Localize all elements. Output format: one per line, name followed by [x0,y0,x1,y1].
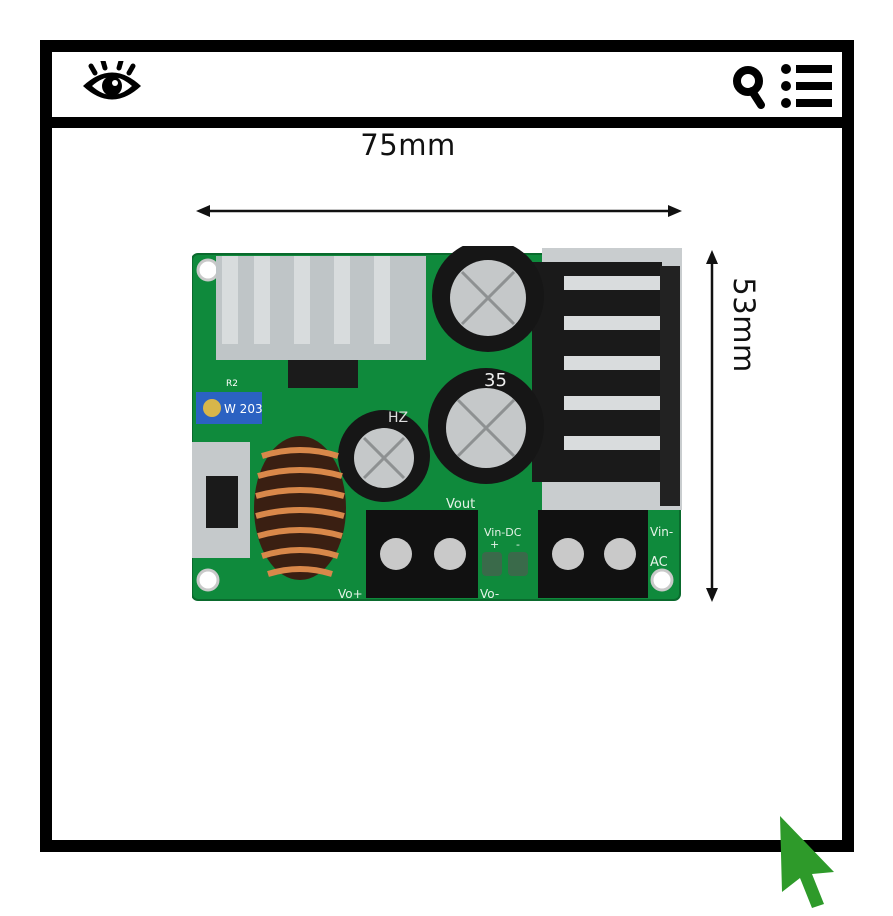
capacitor-large-bottom: 35 [428,368,544,484]
vin-dc-label: Vin-DC [484,526,522,539]
pot-label: W 203 [224,402,263,416]
vo-minus-label: Vo- [480,587,499,601]
cap-small-label: HZ [388,410,408,426]
capacitor-large-top: HY [432,246,544,352]
browser-window [40,40,854,852]
cap-top-label: HY [482,246,508,249]
search-icon[interactable] [732,65,768,109]
dc-input-pads [482,552,528,576]
vin-label: Vin- [650,525,673,539]
minus-label: - [516,538,520,551]
terminal-block-output [366,510,478,598]
vo-plus-label: Vo+ [338,587,363,601]
plus-label: + [490,538,499,551]
mouse-cursor-icon [780,816,834,908]
height-dimension-label: 53mm [727,277,761,373]
heatsink-small-left [192,442,250,558]
heatsink-top-left [216,256,426,388]
r2-label: R2 [226,379,238,389]
vout-label: Vout [446,497,475,512]
heatsink-right [532,248,682,510]
top-toolbar [52,52,842,128]
inductor-coil [254,436,346,580]
terminal-block-input [538,510,648,598]
cap-mid-label: 35 [484,370,507,391]
potentiometer: R2 W 203 [196,379,263,424]
ac-label: AC [650,555,668,570]
menu-list-icon[interactable] [780,63,832,109]
pcb-board-photo: HY 35 HZ R2 W 203 [192,246,682,601]
width-dimension-label: 75mm [360,128,456,162]
eye-icon[interactable] [81,61,143,107]
capacitor-small: HZ [338,410,430,502]
